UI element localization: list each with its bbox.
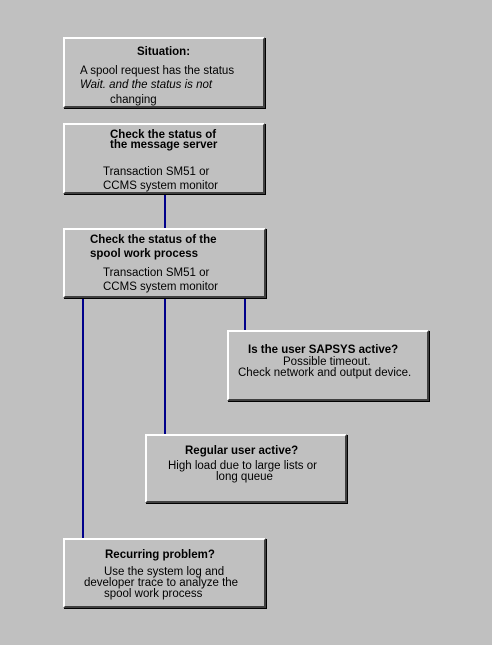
connector-spool-to-sapsys [244,297,246,331]
sapsys-line-1: Possible timeout. [283,356,371,368]
recurring-line-2: developer trace to analyze the [84,577,239,589]
sapsys-box: Is the user SAPSYS active? Possible time… [227,330,429,401]
situation-box: Situation: A spool request has the statu… [63,37,265,108]
spool-process-title-1: Check the status of the [90,234,217,246]
connector-spool-to-recurring [82,297,84,539]
spool-process-title-2: spool work process [90,248,199,260]
spool-process-line-1: Transaction SM51 or [103,267,210,279]
regular-user-line-2: long queue [216,471,273,483]
recurring-title: Recurring problem? [105,549,215,561]
situation-line-1: A spool request has the status [80,65,235,77]
connector-message-to-spool [164,193,166,229]
regular-user-line-1: High load due to large lists or [168,460,317,472]
connector-spool-to-regular [164,297,166,435]
recurring-box: Recurring problem? Use the system log an… [63,538,266,608]
spool-process-line-2: CCMS system monitor [103,281,219,293]
situation-title: Situation: [137,46,191,58]
message-server-box: Check the status of the message server T… [63,123,265,194]
message-server-title-2: the message server [110,139,218,151]
sapsys-title: Is the user SAPSYS active? [248,344,399,356]
situation-line-3: changing [110,94,157,106]
message-server-title-1: Check the status of [110,129,217,141]
message-server-line-2: CCMS system monitor [103,180,219,192]
regular-user-title: Regular user active? [185,445,299,457]
spool-process-box: Check the status of the spool work proce… [63,228,266,298]
sapsys-line-2: Check network and output device. [238,367,412,379]
regular-user-box: Regular user active? High load due to la… [145,434,347,503]
recurring-line-3: spool work process [104,588,203,600]
message-server-line-1: Transaction SM51 or [103,166,210,178]
situation-line-2: Wait. and the status is not [80,79,213,91]
recurring-line-1: Use the system log and [104,566,225,578]
